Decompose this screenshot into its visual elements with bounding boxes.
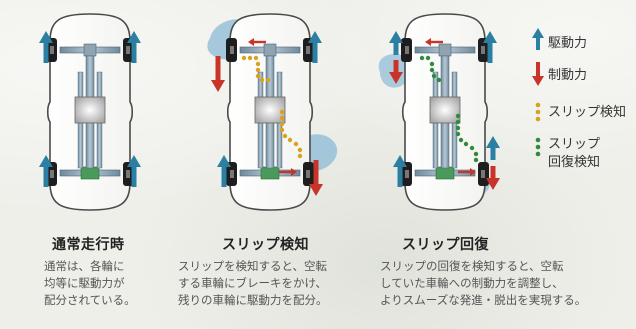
caption-line: 残りの車輪に駆動力を配分。 <box>178 293 328 307</box>
legend-slip-recover-icon <box>535 137 541 157</box>
panel-normal-diagram <box>39 13 141 211</box>
panel-title-normal: 通常走行時 <box>52 237 125 253</box>
caption-line: 均等に駆動力が <box>44 276 125 290</box>
legend-brake-label: 制動力 <box>548 68 588 83</box>
drive-arrow-icon <box>389 31 403 55</box>
panel-body-slip-detect: スリップを検知すると、空転 する車輪にブレーキをかけ、 残りの車輪に駆動力を配分… <box>178 258 328 309</box>
slip-recover-path <box>419 55 479 163</box>
caption-line: スリップを検知すると、空転 <box>178 259 328 273</box>
caption-line: スリップの回復を検知すると、空転 <box>380 259 564 273</box>
caption-line: していた車輪への制動力を調整し、 <box>380 276 564 290</box>
caption-line: 配分されている。 <box>44 293 136 307</box>
legend-slip-recover-label-2: 回復検知 <box>548 155 601 170</box>
legend-slip-detect-icon <box>535 102 541 122</box>
drive-arrow-icon <box>486 136 500 160</box>
brake-arrow-icon <box>211 56 225 92</box>
panel-body-normal: 通常は、各輪に 均等に駆動力が 配分されている。 <box>44 258 136 309</box>
legend-drive-icon <box>532 28 544 50</box>
legend-brake-icon <box>532 62 544 86</box>
panel-slip-detect-diagram <box>207 13 338 211</box>
panel-title-slip-recover: スリップ回復 <box>402 237 489 253</box>
panel-title-slip-detect: スリップ検知 <box>222 237 309 253</box>
panel-slip-recover-diagram <box>378 13 500 211</box>
legend-slip-recover-label: スリップ <box>548 137 601 152</box>
slip-detect-path <box>241 55 303 159</box>
legend <box>532 28 544 157</box>
caption-line: する車輪にブレーキをかけ、 <box>178 276 327 290</box>
caption-line: よりスムーズな発進・脱出を実現する。 <box>380 293 587 307</box>
panel-body-slip-recover: スリップの回復を検知すると、空転 していた車輪への制動力を調整し、 よりスムーズ… <box>380 258 586 309</box>
caption-line: 通常は、各輪に <box>44 259 125 273</box>
legend-slip-detect-label: スリップ検知 <box>548 105 627 120</box>
legend-drive-label: 駆動力 <box>548 36 588 51</box>
